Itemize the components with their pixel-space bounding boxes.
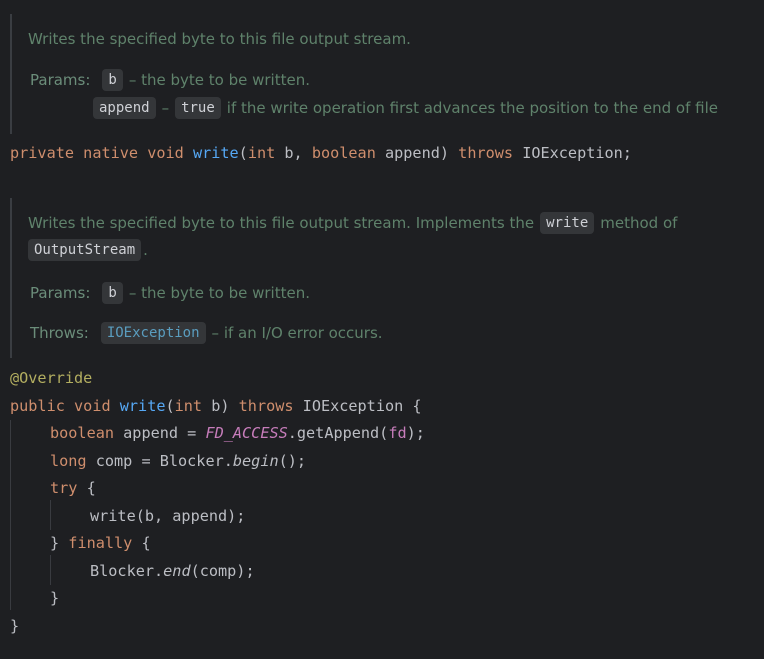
doc2-throws-line: Throws: IOException – if an I/O error oc…	[30, 322, 383, 344]
param-b-desc: – the byte to be written.	[128, 284, 310, 302]
outer-close-brace: }	[10, 617, 20, 635]
kw-finally: finally	[68, 534, 133, 552]
param-append-true-chip: true	[175, 97, 221, 119]
append-assign: append =	[114, 424, 206, 442]
javadoc-write-override: Writes the specified byte to this file o…	[10, 198, 752, 358]
begin-method[interactable]: begin	[232, 452, 279, 470]
doc2-description-end: .	[143, 241, 148, 259]
statement-end: ();	[278, 452, 307, 470]
param-append-dash: –	[161, 99, 170, 117]
paren-open: (	[165, 397, 175, 415]
kw-native: native	[83, 144, 139, 162]
method-name-write[interactable]: write	[192, 144, 239, 162]
param-b: b,	[275, 144, 312, 162]
kw-long: long	[50, 452, 87, 470]
doc2-description-post: method of	[600, 214, 678, 232]
throws-desc: – if an I/O error occurs.	[211, 324, 383, 342]
blocker-end-call[interactable]: Blocker.end(comp);	[90, 558, 255, 585]
inner-close-brace: }	[50, 589, 60, 607]
kw-void: void	[147, 144, 184, 162]
method-name-write[interactable]: write	[119, 397, 166, 415]
params-label: Params:	[30, 284, 91, 302]
indent-guide-method	[10, 420, 11, 610]
doc2-description-line2: OutputStream .	[28, 239, 148, 261]
brace-open: {	[132, 534, 151, 552]
exception-type: IOException {	[293, 397, 422, 415]
try-line[interactable]: try {	[50, 475, 96, 502]
doc-params-line: Params: b – the byte to be written.	[30, 69, 310, 91]
doc-param-append-line: append – true if the write operation fir…	[93, 97, 718, 119]
param-b-chip: b	[102, 69, 123, 91]
kw-private: private	[10, 144, 75, 162]
get-append-call: .getAppend(	[287, 424, 389, 442]
kw-try: try	[50, 479, 78, 497]
fd-access-constant[interactable]: FD_ACCESS	[205, 424, 288, 442]
doc2-description: Writes the specified byte to this file o…	[28, 212, 677, 234]
throws-label: Throws:	[30, 324, 89, 342]
native-write-declaration[interactable]: private native void write(int b, boolean…	[10, 140, 632, 167]
doc2-description-pre: Writes the specified byte to this file o…	[28, 214, 535, 232]
doc2-write-chip: write	[540, 212, 595, 234]
kw-boolean: boolean	[50, 424, 115, 442]
param-b-chip: b	[102, 282, 123, 304]
ioexception-link[interactable]: IOException	[100, 322, 206, 344]
javadoc-write-native: Writes the specified byte to this file o…	[10, 14, 752, 134]
indent-guide-finally	[50, 555, 51, 585]
write-signature[interactable]: public void write(int b) throws IOExcept…	[10, 393, 422, 420]
param-append-chip: append	[93, 97, 156, 119]
write-call[interactable]: write(b, append);	[90, 507, 246, 525]
override-annotation[interactable]: @Override	[10, 369, 93, 387]
kw-int: int	[247, 144, 276, 162]
exception-type[interactable]: IOException;	[522, 144, 632, 162]
kw-int: int	[174, 397, 203, 415]
kw-throws: throws	[458, 144, 514, 162]
params-label: Params:	[30, 71, 91, 89]
doc2-outputstream-chip: OutputStream	[28, 239, 142, 261]
kw-public: public	[10, 397, 65, 415]
param-b-desc: – the byte to be written.	[128, 71, 310, 89]
fd-field: fd	[388, 424, 407, 442]
param-b: b)	[202, 397, 239, 415]
end-method[interactable]: end	[163, 562, 191, 580]
doc-description: Writes the specified byte to this file o…	[28, 30, 411, 48]
finally-line[interactable]: } finally {	[50, 530, 151, 557]
param-append: append)	[385, 144, 450, 162]
blocker-class: Blocker.	[90, 562, 164, 580]
statement-end: );	[406, 424, 425, 442]
param-open: (	[238, 144, 248, 162]
kw-void: void	[74, 397, 111, 415]
brace-close: }	[50, 534, 69, 552]
brace-open: {	[77, 479, 96, 497]
doc2-params-line: Params: b – the byte to be written.	[30, 282, 310, 304]
comp-assign: comp = Blocker.	[86, 452, 233, 470]
comp-declaration[interactable]: long comp = Blocker.begin();	[50, 448, 306, 475]
statement-end: (comp);	[190, 562, 255, 580]
append-declaration[interactable]: boolean append = FD_ACCESS.getAppend(fd)…	[50, 420, 425, 447]
doc-description-text: Writes the specified byte to this file o…	[28, 30, 411, 48]
indent-guide-try	[50, 500, 51, 530]
kw-boolean: boolean	[311, 144, 376, 162]
kw-throws: throws	[238, 397, 294, 415]
param-append-desc: if the write operation first advances th…	[226, 99, 718, 117]
